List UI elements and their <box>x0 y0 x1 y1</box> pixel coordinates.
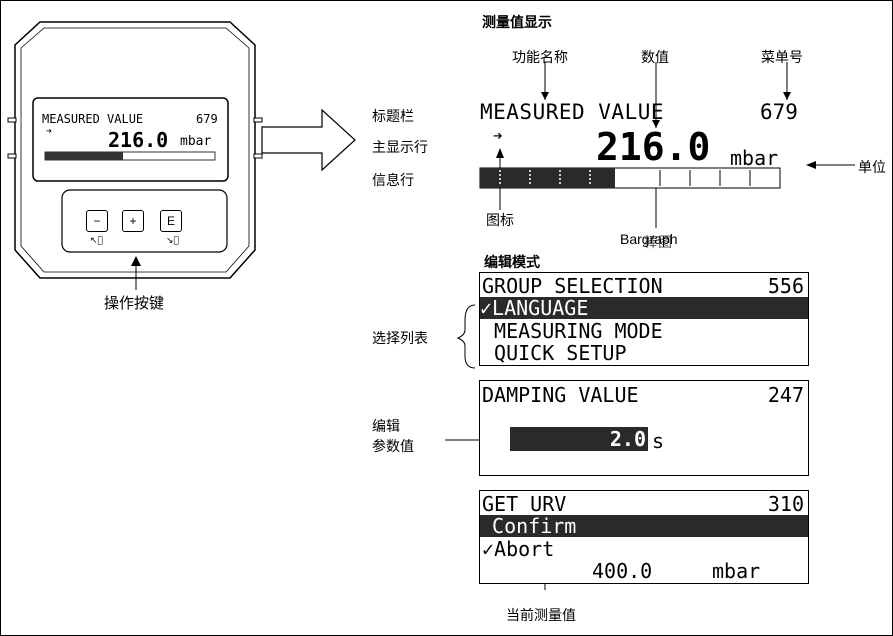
edit-param-label-1: 编辑 <box>372 419 400 435</box>
minus-plus-combo-icon: ↖⃞ <box>90 236 103 246</box>
group-title: GROUP SELECTION <box>482 274 663 298</box>
urv-screen: GET URV 310 Confirm ✓Abort 400.0 mbar <box>479 490 809 584</box>
option-language[interactable]: ✓LANGUAGE <box>480 297 808 319</box>
damping-title: DAMPING VALUE <box>482 383 639 407</box>
option-abort[interactable]: ✓Abort <box>482 537 555 561</box>
label-bargraph-cn: 棒图 <box>644 235 672 251</box>
option-quick-setup[interactable]: QUICK SETUP <box>482 341 627 365</box>
row-info-label: 信息行 <box>372 173 414 189</box>
main-lcd-icon: ➔ <box>493 126 503 145</box>
edit-mode-heading: 编辑模式 <box>484 255 540 271</box>
main-lcd-menu: 679 <box>760 100 798 124</box>
label-icon: 图标 <box>486 213 514 229</box>
main-display-heading: 测量值显示 <box>482 15 552 31</box>
device-bargraph <box>44 151 216 161</box>
urv-title: GET URV <box>482 492 567 516</box>
main-bargraph <box>479 167 781 189</box>
urv-value: 400.0 <box>592 559 653 583</box>
label-unit: 单位 <box>858 160 886 176</box>
enter-key[interactable]: E <box>160 210 182 232</box>
row-title-label: 标题栏 <box>372 109 414 125</box>
urv-unit: mbar <box>712 559 761 583</box>
damping-screen: DAMPING VALUE 247 2.0 s <box>479 380 809 476</box>
edit-param-label-2: 参数值 <box>372 439 414 455</box>
label-function-name: 功能名称 <box>512 50 568 66</box>
minus-key[interactable]: − <box>86 210 108 232</box>
select-list-label: 选择列表 <box>372 331 428 347</box>
option-confirm[interactable]: Confirm <box>480 515 808 537</box>
label-bargraph-en: Bargraph <box>620 231 678 247</box>
device-lcd-unit: mbar <box>180 134 212 149</box>
group-selection-screen: GROUP SELECTION 556 ✓LANGUAGE MEASURING … <box>479 272 809 366</box>
urv-menu: 310 <box>767 492 804 516</box>
main-lcd-value: 216.0 <box>596 125 711 169</box>
device-lcd-menu: 679 <box>196 112 218 126</box>
plus-key[interactable]: + <box>122 210 144 232</box>
keys-caption: 操作按键 <box>104 294 165 312</box>
damping-edit-field[interactable]: 2.0 <box>510 427 648 451</box>
main-lcd-title: MEASURED VALUE <box>480 100 665 124</box>
damping-unit: s <box>652 429 665 453</box>
option-measuring-mode[interactable]: MEASURING MODE <box>482 319 663 343</box>
damping-value: 2.0 <box>609 427 646 451</box>
current-value-label: 当前测量值 <box>506 608 576 624</box>
device-lcd-icon: ➔ <box>46 126 53 137</box>
row-main-label: 主显示行 <box>372 140 428 156</box>
label-value: 数值 <box>641 50 669 66</box>
label-menu-no: 菜单号 <box>761 50 803 66</box>
damping-menu: 247 <box>767 383 804 407</box>
main-lcd-unit: mbar <box>730 146 779 170</box>
enter-combo-icon: ↘⃞ <box>166 236 179 246</box>
device-lcd-title: MEASURED VALUE <box>42 112 144 126</box>
device-lcd-value: 216.0 <box>108 128 169 152</box>
group-menu: 556 <box>767 274 804 298</box>
